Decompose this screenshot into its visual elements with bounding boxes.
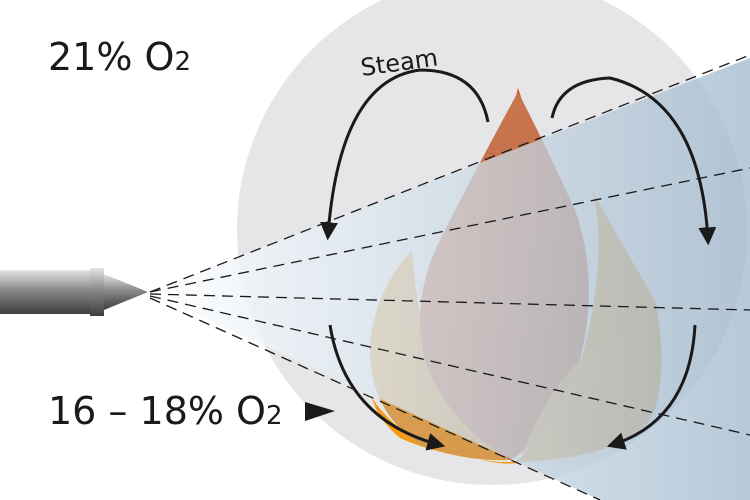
pointer-arrow-icon bbox=[305, 402, 335, 421]
top-oxygen-value: 21% O bbox=[48, 35, 174, 79]
spray-cone bbox=[148, 58, 750, 500]
circulation-arrows bbox=[320, 68, 717, 451]
top-oxygen-subscript: 2 bbox=[174, 47, 191, 77]
curved-arrow-icon bbox=[320, 68, 490, 241]
nozzle-icon bbox=[0, 268, 148, 316]
nozzle-body bbox=[0, 270, 92, 314]
nozzle-tip bbox=[104, 274, 148, 310]
curved-arrow-icon bbox=[606, 324, 697, 450]
bottom-oxygen-value: 16 – 18% O bbox=[48, 389, 266, 433]
spray-line-4 bbox=[149, 295, 750, 436]
spray-line-2 bbox=[149, 167, 750, 293]
spray-line-5 bbox=[149, 297, 601, 500]
curved-arrow-icon bbox=[550, 76, 717, 246]
nozzle-ring bbox=[90, 268, 104, 316]
curved-arrow-icon bbox=[328, 324, 446, 451]
top-oxygen-label: 21% O2 bbox=[48, 35, 191, 79]
bottom-oxygen-subscript: 2 bbox=[266, 401, 283, 431]
bottom-oxygen-label: 16 – 18% O2 bbox=[48, 389, 283, 433]
spray-lines bbox=[149, 54, 750, 500]
spray-line-3 bbox=[149, 293, 750, 311]
